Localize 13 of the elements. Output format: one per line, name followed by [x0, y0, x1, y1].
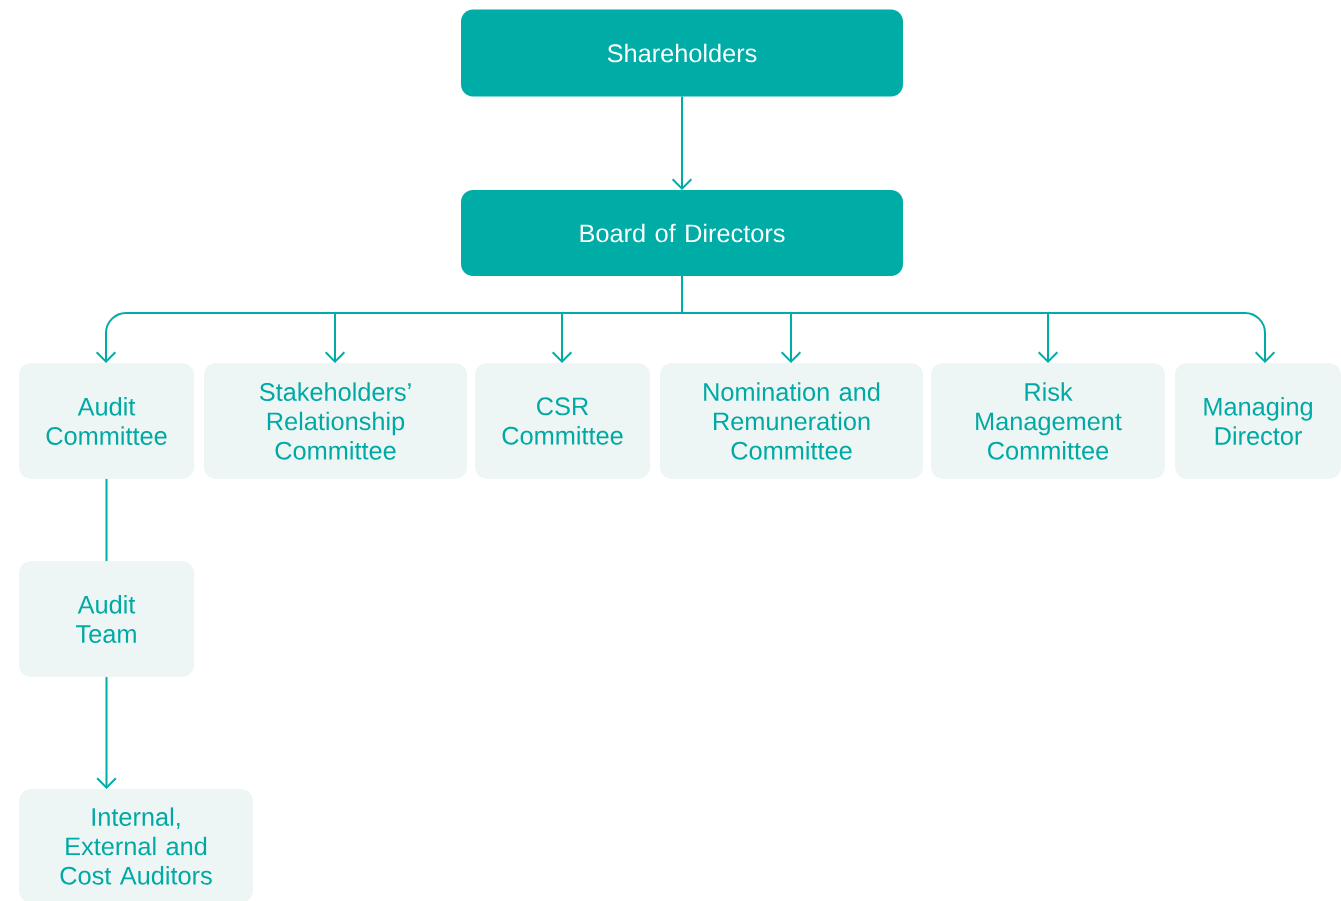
arrow: [671, 95, 693, 190]
header-box: Shareholders: [461, 9, 903, 97]
committee-box: Risk Management Committee: [931, 363, 1165, 479]
committee-box: Internal, External and Cost Auditors: [19, 789, 253, 901]
committee-box: Managing Director: [1175, 363, 1341, 479]
committee-box: Stakeholders’ Relationship Committee: [204, 363, 467, 479]
header-box: Board of Directors: [461, 190, 903, 276]
committee-box: Audit Team: [19, 561, 194, 677]
arrow: [96, 676, 117, 789]
committee-box: Audit Committee: [19, 363, 194, 479]
arrow: [681, 275, 1276, 363]
committee-box: Nomination and Remuneration Committee: [660, 363, 923, 479]
committee-box: CSR Committee: [475, 363, 650, 479]
